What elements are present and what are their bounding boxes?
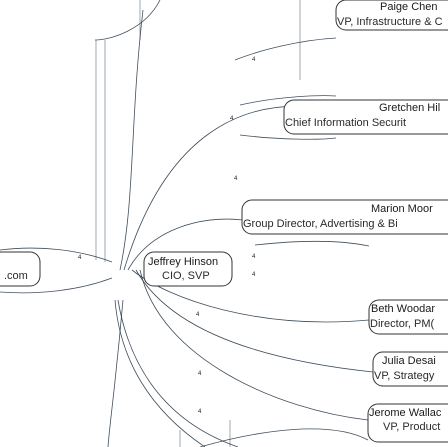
connector-bottom-1 <box>199 428 369 447</box>
connector-jeffrey-jerome <box>139 269 369 421</box>
node-title-marion: Group Director, Advertising & Bi <box>243 218 398 230</box>
node-name-gretchen: Gretchen Hil <box>379 102 441 114</box>
connector-jeffrey-paige <box>119 9 144 271</box>
node-title-jeffrey: CIO, SVP <box>162 270 210 282</box>
node-box-gretchen <box>283 99 448 135</box>
edge-count-label: 4 <box>252 254 256 260</box>
connector-top-2 <box>234 37 337 61</box>
edge-count-label: 4 <box>78 255 82 261</box>
node-name-julia: Julia Desai <box>382 355 436 367</box>
node-name-beth: Beth Woodar <box>371 303 436 315</box>
node-title-beth: Director, PM( <box>370 318 435 330</box>
connector-top-1 <box>94 0 161 41</box>
node-name-jerome: Jerome Wallac <box>369 407 442 419</box>
edge-count-label: 4 <box>198 371 202 377</box>
connector-down-3 <box>107 299 124 447</box>
edge-count-label: 4 <box>252 57 256 63</box>
node-title-left: .com <box>4 270 28 282</box>
node-title-jerome: VP, Product <box>383 421 441 433</box>
edge-count-label: 4 <box>234 176 238 182</box>
edge-count-label: 4 <box>196 312 200 318</box>
node-box-paige <box>335 0 448 31</box>
node-title-julia: VP, Strategy <box>374 370 435 382</box>
connector-left-bottom <box>0 277 113 294</box>
node-box-beth <box>368 299 448 335</box>
connector-mid-2 <box>239 134 337 140</box>
connector-down-2 <box>117 299 239 447</box>
node-name-marion: Marion Moor <box>371 203 433 215</box>
connector-jeffrey-julia <box>135 269 374 373</box>
edge-count-label: 4 <box>198 409 202 415</box>
node-title-paige: VP, Infrastructure & C <box>337 16 443 28</box>
node-box-marion <box>241 199 448 235</box>
node-box-left <box>0 251 41 287</box>
edge-count-label: 4 <box>230 116 234 122</box>
edge-count-label: 4 <box>252 272 256 278</box>
node-title-gretchen: Chief Information Securit <box>285 117 407 129</box>
connector-left-top <box>0 247 113 263</box>
node-box-jeffrey <box>143 251 233 287</box>
node-box-julia <box>372 351 448 387</box>
connector-mid-1 <box>239 95 337 106</box>
node-box-jerome <box>367 403 448 443</box>
connector-mid-3 <box>254 240 370 247</box>
connector-jeffrey-marion <box>127 218 244 271</box>
connector-down-1 <box>114 299 206 447</box>
node-name-paige: Paige Chen <box>380 1 438 13</box>
node-name-jeffrey: Jeffrey Hinson <box>148 256 219 268</box>
